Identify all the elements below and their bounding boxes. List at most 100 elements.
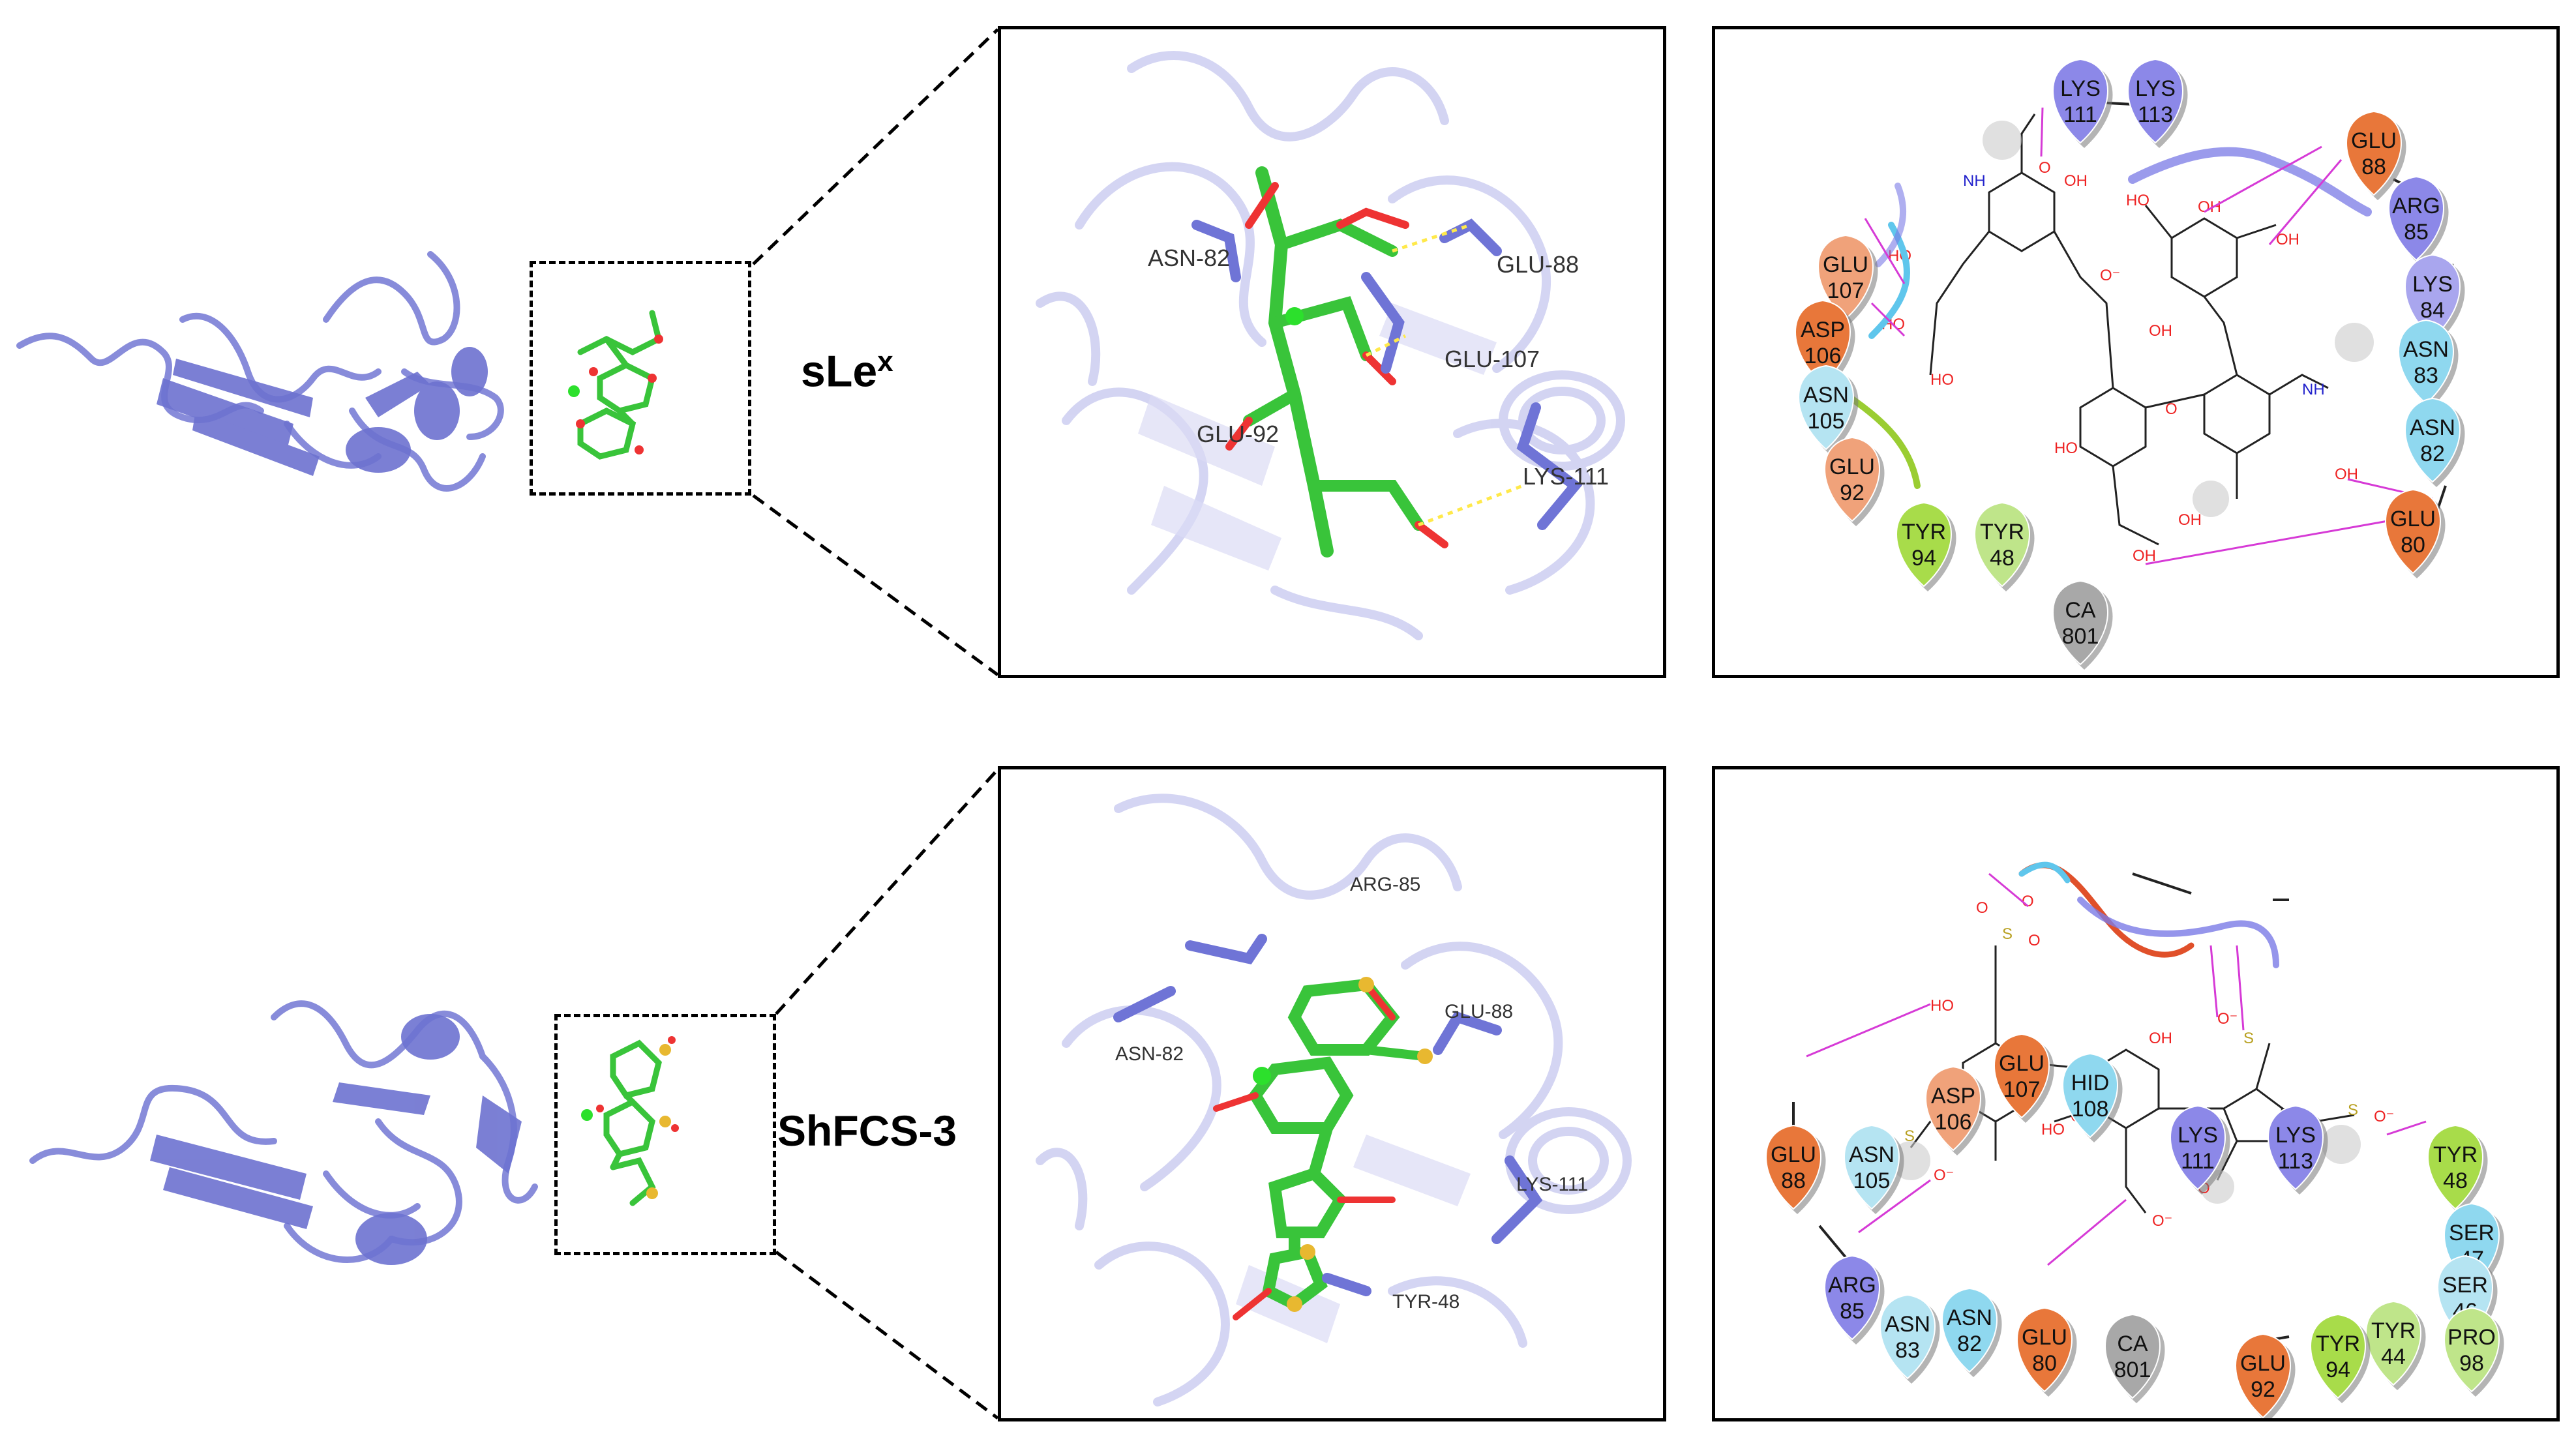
residue-name: TYR [1980,520,2024,544]
residue-name: TYR [1902,520,1946,544]
interaction-diagram-panel-shfcs3: S O O O HO S O⁻ OH HO O⁻ S O⁻ S O⁻ O O [1712,766,2560,1421]
residue-number: 92 [2251,1377,2275,1402]
atom-label: O⁻ [2100,267,2120,284]
residue-name: SER [2442,1273,2488,1298]
residue-name: LYS [2060,76,2101,101]
residue-name: ASN [1849,1142,1895,1167]
residue-number: 98 [2459,1351,2484,1376]
residue-name: GLU [2022,1325,2067,1350]
residue-name: HID [2071,1071,2110,1095]
residue-number: 111 [2063,102,2097,127]
residue-name: GLU [1829,454,1875,479]
residue-number: 107 [2003,1077,2041,1102]
residue-name: LYS [2275,1123,2316,1148]
residue-number: 88 [2361,155,2386,179]
atom-label: NH [2302,381,2325,398]
residue-label-tyr-48: TYR-48 [1392,1291,1460,1313]
atom-label: OH [2064,172,2088,190]
residue-number: 80 [2401,533,2425,558]
residue-name: PRO [2448,1325,2496,1350]
residue-name: TYR [2371,1318,2416,1343]
atom-label: O [1976,899,1988,917]
atom-label: O⁻ [2374,1108,2394,1125]
atom-label: OH [2198,198,2221,216]
residue-name: LYS [2135,76,2176,101]
residue-number: 105 [1808,409,1845,434]
binding-site-render-slex [1036,51,1625,640]
residue-number: 84 [2420,298,2445,323]
residue-name: ASN [2403,337,2449,362]
residue-number: 48 [2443,1168,2468,1193]
atom-label: HO [1930,997,1954,1015]
zoom-region-box-slex [530,261,751,496]
zoom-leader-lines-slex [752,28,999,677]
residue-number: 106 [1935,1110,1972,1135]
residue-name: ASN [1947,1305,1992,1330]
atom-label: S [1904,1127,1915,1145]
residue-name: GLU [1823,252,1868,277]
residue-number: 801 [2114,1358,2151,1382]
atom-label: HO [2126,192,2149,209]
residue-name: TYR [2433,1142,2478,1167]
residue-number: 106 [1805,344,1842,368]
atom-label: OH [2276,231,2299,248]
residue-name: ASP [1801,318,1845,342]
atom-label: O⁻ [2152,1212,2172,1230]
ligand-superscript: x [877,346,893,378]
residue-number: 80 [2032,1351,2057,1376]
residue-number: 105 [1853,1168,1891,1193]
atom-label: O [2022,893,2034,910]
residue-name: GLU [1771,1142,1816,1167]
residue-name: ARG [1828,1273,1876,1298]
atom-label: O⁻ [2217,1010,2238,1028]
residue-name: LYS [2412,272,2453,297]
residue-name: ARG [2392,194,2440,218]
protein-overview-slex [16,251,504,492]
residue-number: 85 [1840,1299,1865,1324]
residue-label-glu-88: GLU-88 [1497,251,1580,278]
ligand-name: sLe [801,346,878,396]
atom-label: HO [2041,1121,2065,1138]
residue-number: 88 [1781,1168,1806,1193]
atom-label: O [2028,932,2041,949]
ligand-small-shfcs3 [581,1036,679,1206]
protein-overview-shfcs3 [29,1000,538,1265]
residue-number: 82 [2420,441,2445,466]
residue-name: GLU [1999,1051,2044,1076]
residue-number: 113 [2278,1149,2313,1174]
residue-label-lys-111: LYS-111 [1516,1174,1589,1195]
residue-number: 48 [1990,546,2014,571]
atom-label: S [2002,925,2013,943]
residue-number: 107 [1827,278,1865,303]
residue-name: ASN [1803,383,1849,408]
atom-label: O [2165,400,2178,418]
residue-number: 94 [1911,546,1936,571]
residue-name: TYR [2316,1331,2360,1356]
atom-label: S [2348,1101,2358,1119]
